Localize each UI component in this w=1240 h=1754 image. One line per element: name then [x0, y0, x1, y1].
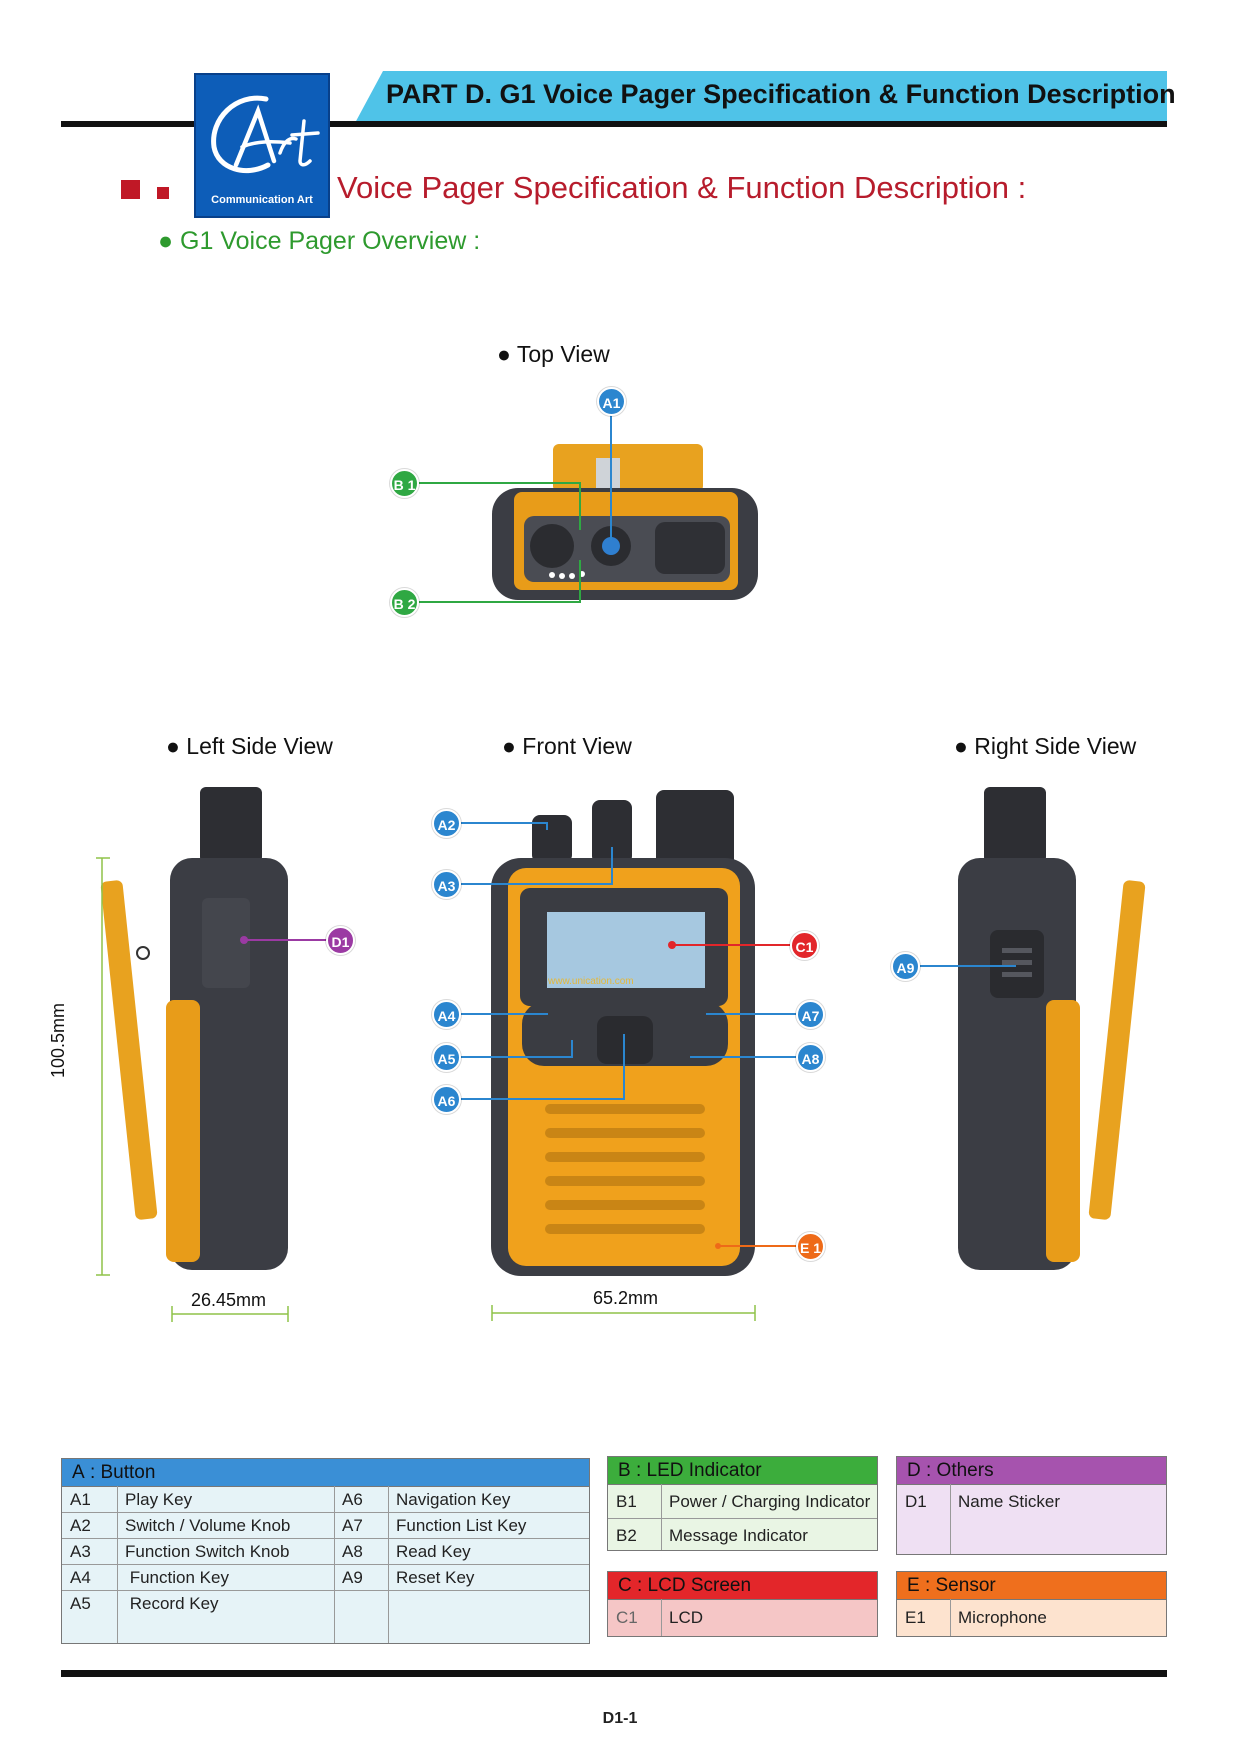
- table-row: D1 Name Sticker: [897, 1485, 1166, 1518]
- callout-a3: A3: [432, 870, 461, 899]
- top-view-device: [492, 444, 758, 600]
- footer-rule: [61, 1670, 1167, 1677]
- button-table-rows: A1 Play Key A6 Navigation Key A2 Switch …: [62, 1487, 589, 1616]
- button-table: A : Button A1 Play Key A6 Navigation Key…: [61, 1458, 590, 1644]
- callout-d1: D1: [326, 926, 355, 955]
- callout-a8: A8: [796, 1043, 825, 1072]
- sensor-table: E : Sensor E1 Microphone: [896, 1571, 1167, 1637]
- others-table: D : Others D1 Name Sticker: [896, 1456, 1167, 1555]
- overview-title-text: G1 Voice Pager Overview :: [180, 227, 481, 255]
- left-view-text: Left Side View: [186, 733, 333, 759]
- callout-a2: A2: [432, 809, 461, 838]
- right-view-label: ● Right Side View: [954, 733, 1137, 759]
- front-view-label: ● Front View: [502, 733, 632, 759]
- row-name: Record Key: [125, 1594, 219, 1613]
- page-number: D1-1: [602, 1710, 638, 1727]
- others-table-header: D : Others: [897, 1457, 1166, 1485]
- callout-a1: A1: [597, 387, 626, 416]
- callout-a7: A7: [796, 1000, 825, 1029]
- right-side-device: [958, 787, 1146, 1270]
- table-row: B1 Power / Charging Indicator: [608, 1485, 877, 1519]
- height-dimension: 100.5mm: [48, 1002, 68, 1078]
- row-code: A3: [70, 1542, 91, 1561]
- row-name: Function Switch Knob: [125, 1542, 290, 1561]
- row-name: Microphone: [958, 1608, 1047, 1627]
- row-code: C1: [616, 1608, 638, 1627]
- callout-e1: E 1: [796, 1232, 825, 1261]
- table-row: B2 Message Indicator: [608, 1519, 877, 1552]
- table-row: A4 Function Key A9 Reset Key: [62, 1565, 589, 1591]
- row-code: A7: [342, 1516, 363, 1535]
- table-row: E1 Microphone: [897, 1600, 1166, 1636]
- row-name: Reset Key: [396, 1568, 475, 1587]
- callout-a5: A5: [432, 1043, 461, 1072]
- table-row: A5 Record Key: [62, 1591, 589, 1616]
- bullet-square-large: [121, 180, 140, 199]
- header-band: [355, 71, 1167, 123]
- row-name: Power / Charging Indicator: [669, 1492, 871, 1511]
- callout-a9: A9: [891, 952, 920, 981]
- row-name: Function Key: [125, 1568, 229, 1587]
- row-name: Read Key: [396, 1542, 471, 1561]
- top-view-text: Top View: [516, 341, 610, 367]
- table-row: A3 Function Switch Knob A8 Read Key: [62, 1539, 589, 1565]
- bullet-square-small: [157, 187, 169, 199]
- right-view-text: Right Side View: [974, 733, 1137, 759]
- callout-b2: B 2: [390, 588, 419, 617]
- row-code: A9: [342, 1568, 363, 1587]
- row-name: Name Sticker: [958, 1492, 1061, 1511]
- led-table-header: B : LED Indicator: [608, 1457, 877, 1485]
- callout-a6: A6: [432, 1085, 461, 1114]
- table-row: A2 Switch / Volume Knob A7 Function List…: [62, 1513, 589, 1539]
- front-view-text: Front View: [522, 733, 632, 759]
- depth-dimension: 26.45mm: [191, 1290, 267, 1310]
- row-code: B1: [616, 1492, 637, 1511]
- row-code: A1: [70, 1490, 91, 1509]
- table-row: A1 Play Key A6 Navigation Key: [62, 1487, 589, 1513]
- sensor-table-header: E : Sensor: [897, 1572, 1166, 1600]
- table-row: C1 LCD: [608, 1600, 877, 1636]
- row-code: A4: [70, 1568, 91, 1587]
- section-title: Voice Pager Specification & Function Des…: [337, 170, 1027, 205]
- row-code: E1: [905, 1608, 926, 1627]
- row-name: Function List Key: [396, 1516, 527, 1535]
- row-name: LCD: [669, 1608, 704, 1627]
- lcd-table-header: C : LCD Screen: [608, 1572, 877, 1600]
- company-logo: Communication Art: [194, 73, 330, 218]
- row-code: A2: [70, 1516, 91, 1535]
- left-side-device: [100, 787, 288, 1270]
- callout-c1: C1: [790, 931, 819, 960]
- screen-url-text: www.unication.com: [548, 976, 634, 987]
- top-view-label: ● Top View: [497, 341, 610, 367]
- row-code: A6: [342, 1490, 363, 1509]
- row-name: Play Key: [125, 1490, 193, 1509]
- part-title: PART D. G1 Voice Pager Specification & F…: [386, 79, 1176, 109]
- row-code: A5: [70, 1594, 91, 1613]
- lcd-table: C : LCD Screen C1 LCD: [607, 1571, 878, 1637]
- row-code: D1: [905, 1492, 927, 1511]
- row-name: Switch / Volume Knob: [125, 1516, 291, 1535]
- logo-caption: Communication Art: [211, 194, 313, 206]
- art-logo-icon: [211, 95, 320, 174]
- row-name: Navigation Key: [396, 1490, 511, 1509]
- row-name: Message Indicator: [669, 1526, 808, 1545]
- row-code: A8: [342, 1542, 363, 1561]
- header-rule: [61, 121, 1167, 127]
- left-view-label: ● Left Side View: [166, 733, 333, 759]
- callout-b1: B 1: [390, 469, 419, 498]
- front-view-device: [491, 790, 755, 1276]
- button-table-header: A : Button: [62, 1459, 589, 1487]
- width-dimension: 65.2mm: [593, 1288, 659, 1308]
- led-table: B : LED Indicator B1 Power / Charging In…: [607, 1456, 878, 1551]
- row-code: B2: [616, 1526, 637, 1545]
- callout-a4: A4: [432, 1000, 461, 1029]
- overview-title: ● G1 Voice Pager Overview :: [158, 227, 481, 255]
